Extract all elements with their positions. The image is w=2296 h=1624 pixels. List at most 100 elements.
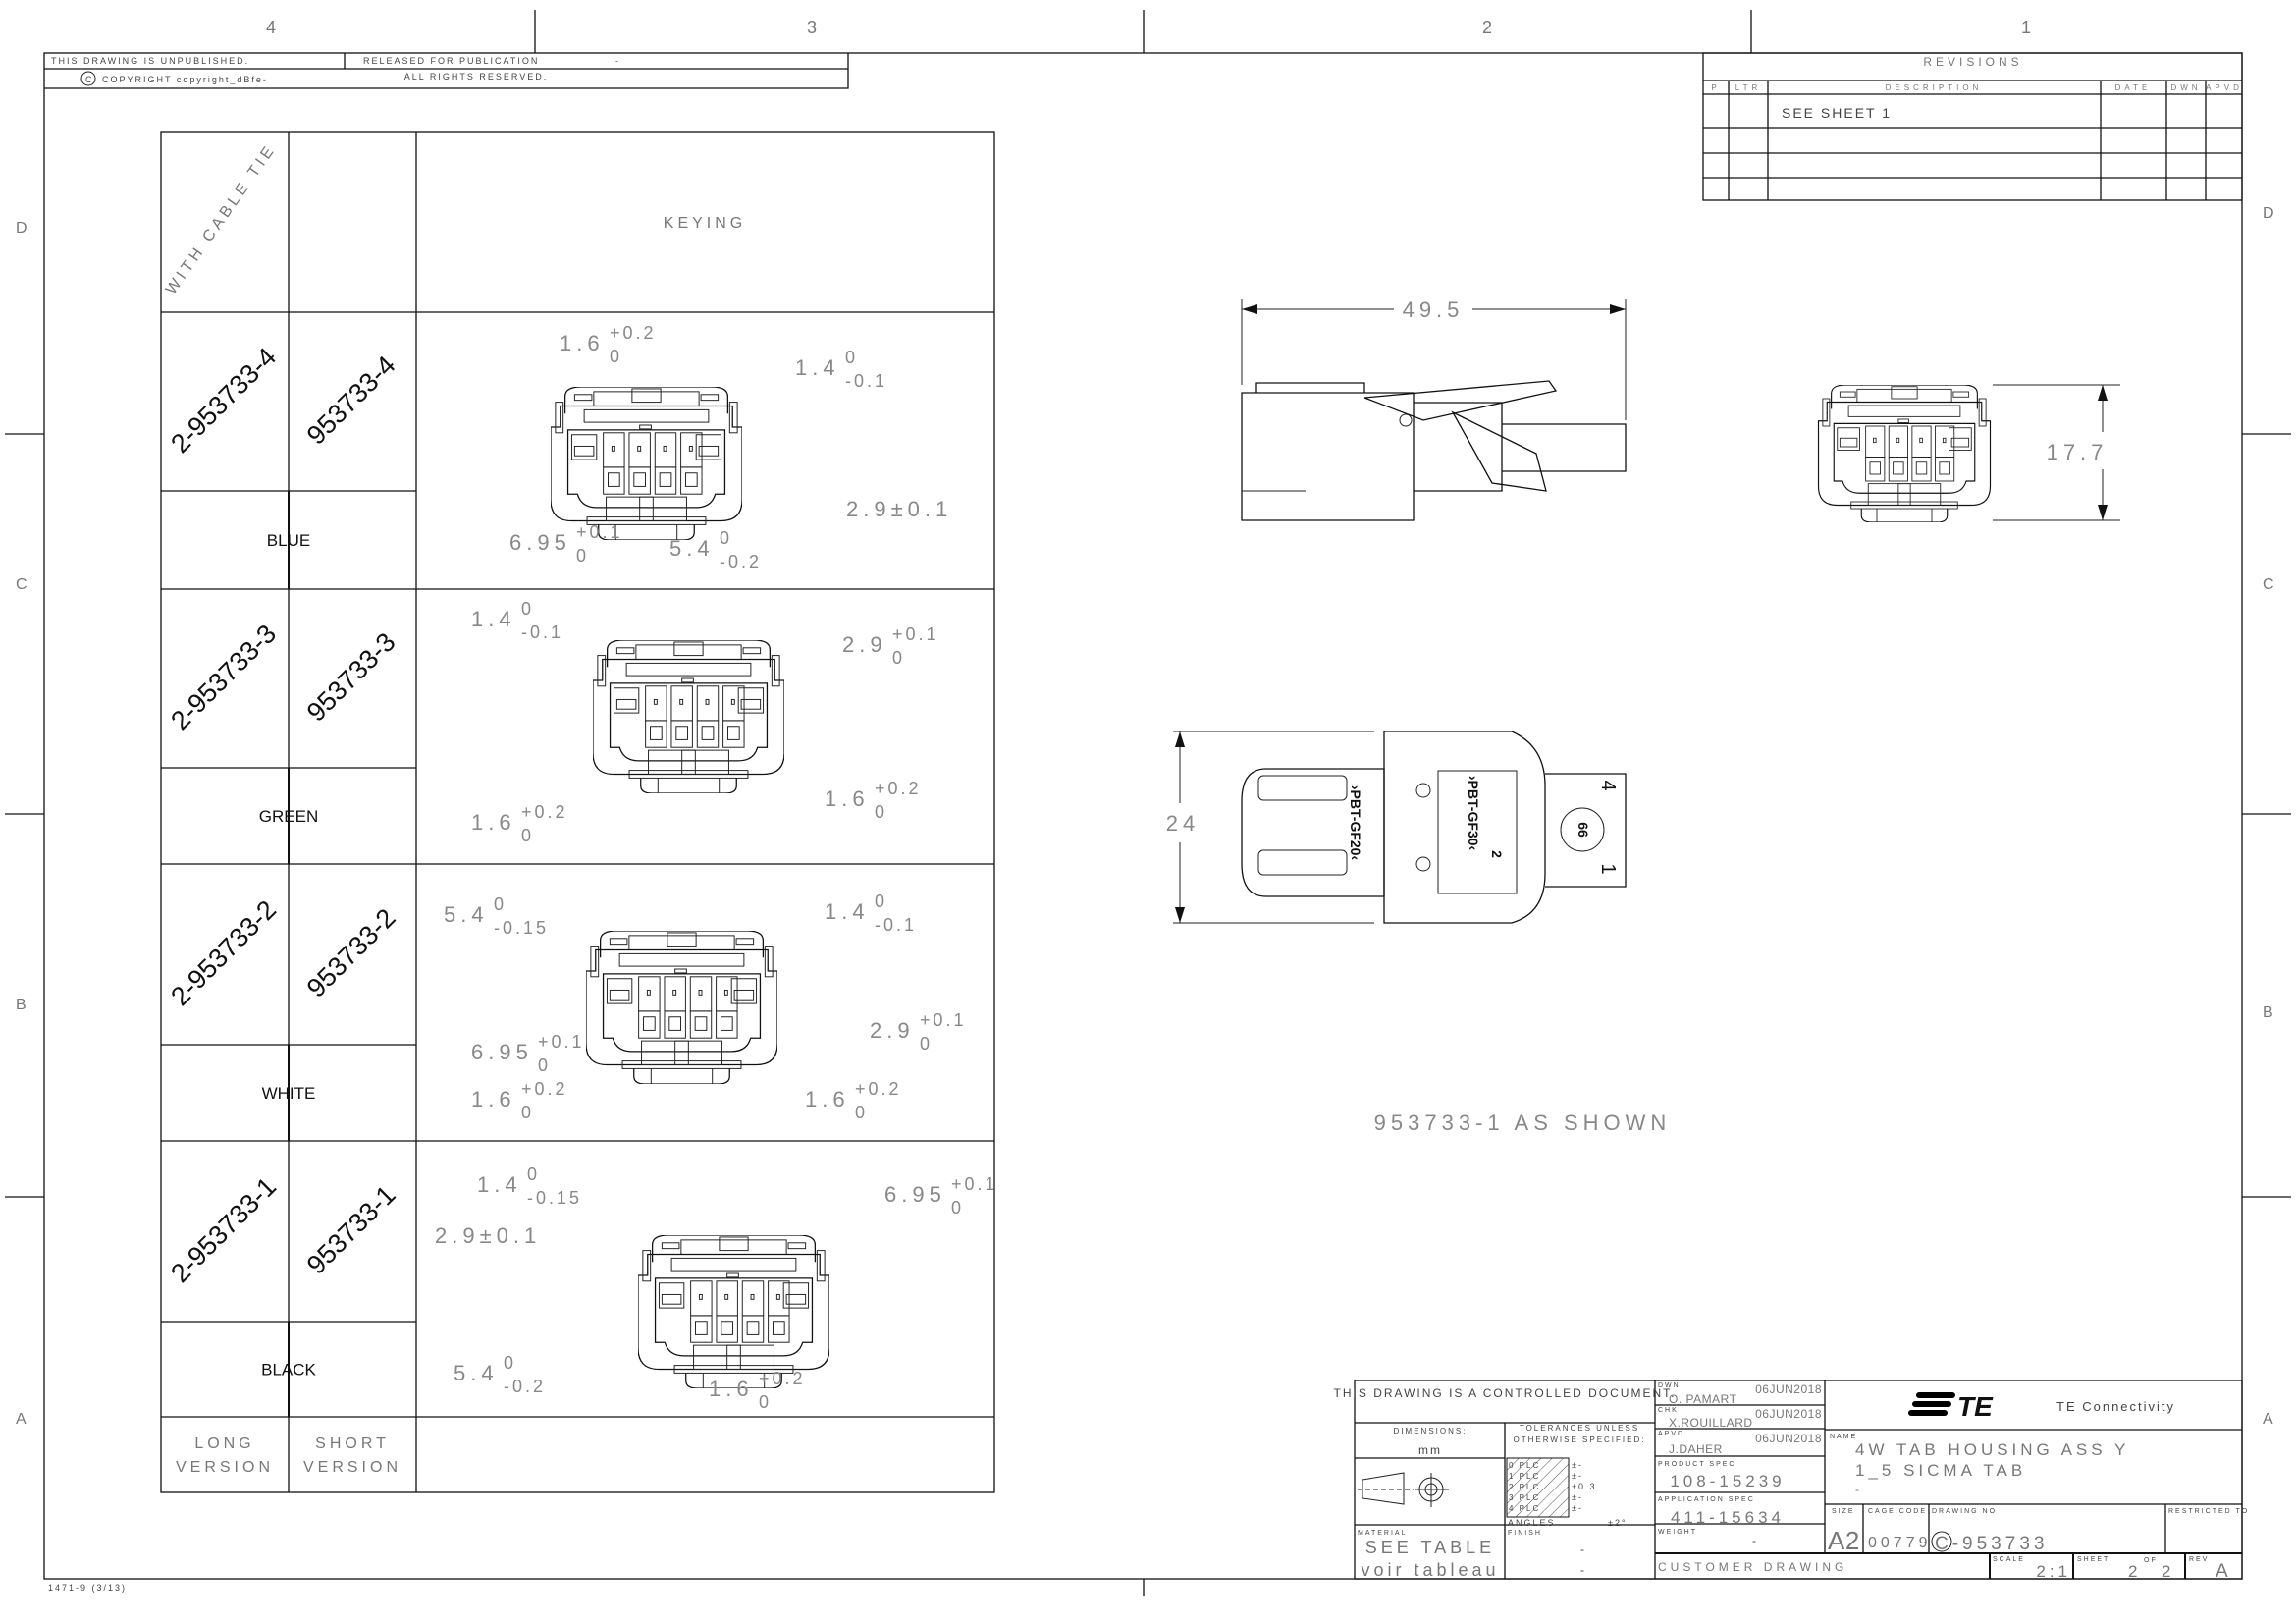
angles-label: ANGLES [1508,1518,1556,1528]
dimension-value: 2.9±0.1 [435,1223,541,1248]
dimension-label: 6.95+0.10 [509,522,620,566]
rev-col-ltr: LTR [1735,83,1762,92]
dimension-value: 5.4 [454,1361,499,1385]
tolerances-label-1: TOLERANCES UNLESS [1520,1424,1639,1433]
dimension-upper-tolerance: +0.1 [951,1174,998,1194]
connector-front-view [593,640,784,793]
dimension-lower-tolerance: -0.15 [527,1188,582,1208]
dimension-label: 1.6+0.20 [471,1079,565,1122]
publication-header: THIS DRAWING IS UNPUBLISHED. RELEASED FO… [44,53,849,89]
rights-note: ALL RIGHTS RESERVED. [404,72,549,81]
connector-front-view [638,1235,829,1388]
tolerance-value: ±- [1572,1492,1583,1502]
te-logo: TE [1908,1391,1994,1422]
zone-row-a-right: A [2263,1411,2277,1428]
dwn-name: O. PAMART [1669,1392,1737,1406]
dimension-upper-tolerance: +0.1 [538,1032,585,1052]
chk-name: X.ROUILLARD [1669,1416,1753,1430]
dimension-label: 6.95+0.10 [884,1174,998,1218]
dimension-value: 2.9 [842,632,887,657]
sheet-border [43,52,2243,1580]
rev-col-description: DESCRIPTION [1886,83,1983,92]
dimension-upper-tolerance: 0 [494,894,507,914]
revisions-table: REVISIONS P LTR DESCRIPTION DATE DWN APV… [1702,52,2243,201]
dimension-value: 1.6 [709,1377,754,1401]
dimension-lower-tolerance: 0 [521,1103,534,1122]
zone-row-c: C [16,576,31,593]
projection-symbol-icon [1358,1472,1449,1507]
company-name: TE Connectivity [2056,1399,2175,1414]
dimension-value: 1.4 [825,899,870,924]
drawing-no-circle-icon [1931,1531,1952,1552]
form-number: 1471-9 (3/13) [48,1583,127,1593]
copyright-note: COPYRIGHT copyright_dBfe- [102,75,268,84]
dimension-value: 5.4 [669,536,715,561]
dimension-lower-tolerance: 0 [920,1034,933,1054]
color-label: GREEN [259,807,318,826]
sheet-value: 2 [2128,1562,2141,1581]
marking-dial: 66 [1575,822,1591,838]
tolerances-label-2: OTHERWISE SPECIFIED: [1514,1435,1646,1444]
dimension-label: 1.6+0.20 [709,1369,803,1412]
short-part-number: 953733-3 [301,627,401,728]
footer-short-1: SHORT [315,1435,390,1452]
header-with-cable-tie: WITH CABLE TIE [163,141,280,298]
footer-long-1: LONG [194,1435,254,1452]
rev-label: REV [2189,1556,2209,1563]
dimension-label: 2.9±0.1 [435,1223,541,1248]
drawing-no: C-953733 [1935,1534,2048,1554]
chk-label: CHK [1658,1407,1679,1414]
dimension-value: 2.9 [870,1018,915,1043]
long-part-number: 2-953733-2 [165,894,282,1011]
scale-label: SCALE [1993,1556,2025,1563]
name-line-3: - [1855,1483,1863,1496]
dimension-lower-tolerance: -0.1 [521,623,563,642]
rev-col-p: P [1711,83,1720,92]
connector-front-view [551,387,742,540]
dimension-upper-tolerance: 0 [504,1353,516,1373]
rev-col-dwn: DWN [2170,83,2201,92]
cage-label: CAGE CODE [1868,1508,1927,1515]
dimension-label: 1.6+0.20 [825,779,922,822]
finish-label: FINISH [1508,1530,1542,1537]
copyright-icon [80,71,96,86]
dimension-lower-tolerance: -0.15 [494,918,549,938]
dimension-upper-tolerance: +0.2 [875,779,922,798]
dimension-lower-tolerance: 0 [576,546,589,566]
size-label: SIZE [1832,1508,1855,1515]
height-dimension: 17.7 [2047,440,2109,464]
dimension-lower-tolerance: 0 [759,1392,772,1412]
dimension-value: 6.95 [509,530,571,555]
zone-row-d: D [16,220,31,237]
dimension-upper-tolerance: +0.1 [920,1010,967,1030]
width-dimension: 24 [1166,811,1200,836]
cage-value: 00779 [1868,1535,1932,1551]
dimension-lower-tolerance: -0.1 [875,915,917,935]
name-line-2: 1_5 SICMA TAB [1855,1461,2026,1480]
dimension-value: 1.6 [825,786,870,811]
footer-long-2: VERSION [176,1459,274,1476]
weight-value: - [1752,1534,1758,1547]
dimension-label: 1.6+0.20 [805,1079,899,1122]
dimension-lower-tolerance: 0 [521,826,534,845]
revisions-title: REVISIONS [1923,55,2022,69]
color-label: WHITE [262,1084,316,1103]
zone-row-b: B [16,997,30,1013]
tolerance-value: ±- [1572,1471,1583,1481]
dimension-value: 1.6 [805,1087,850,1111]
rev-col-date: DATE [2115,83,2152,92]
dimension-value: 1.4 [795,355,840,380]
unpublished-note: THIS DRAWING IS UNPUBLISHED. [51,56,249,66]
zone-row-d-right: D [2263,205,2278,222]
te-logo-text: TE [1957,1391,1994,1422]
dimension-lower-tolerance: 0 [855,1103,868,1122]
dimension-value: 2.9±0.1 [846,497,952,521]
product-spec: 108-15239 [1670,1472,1785,1490]
